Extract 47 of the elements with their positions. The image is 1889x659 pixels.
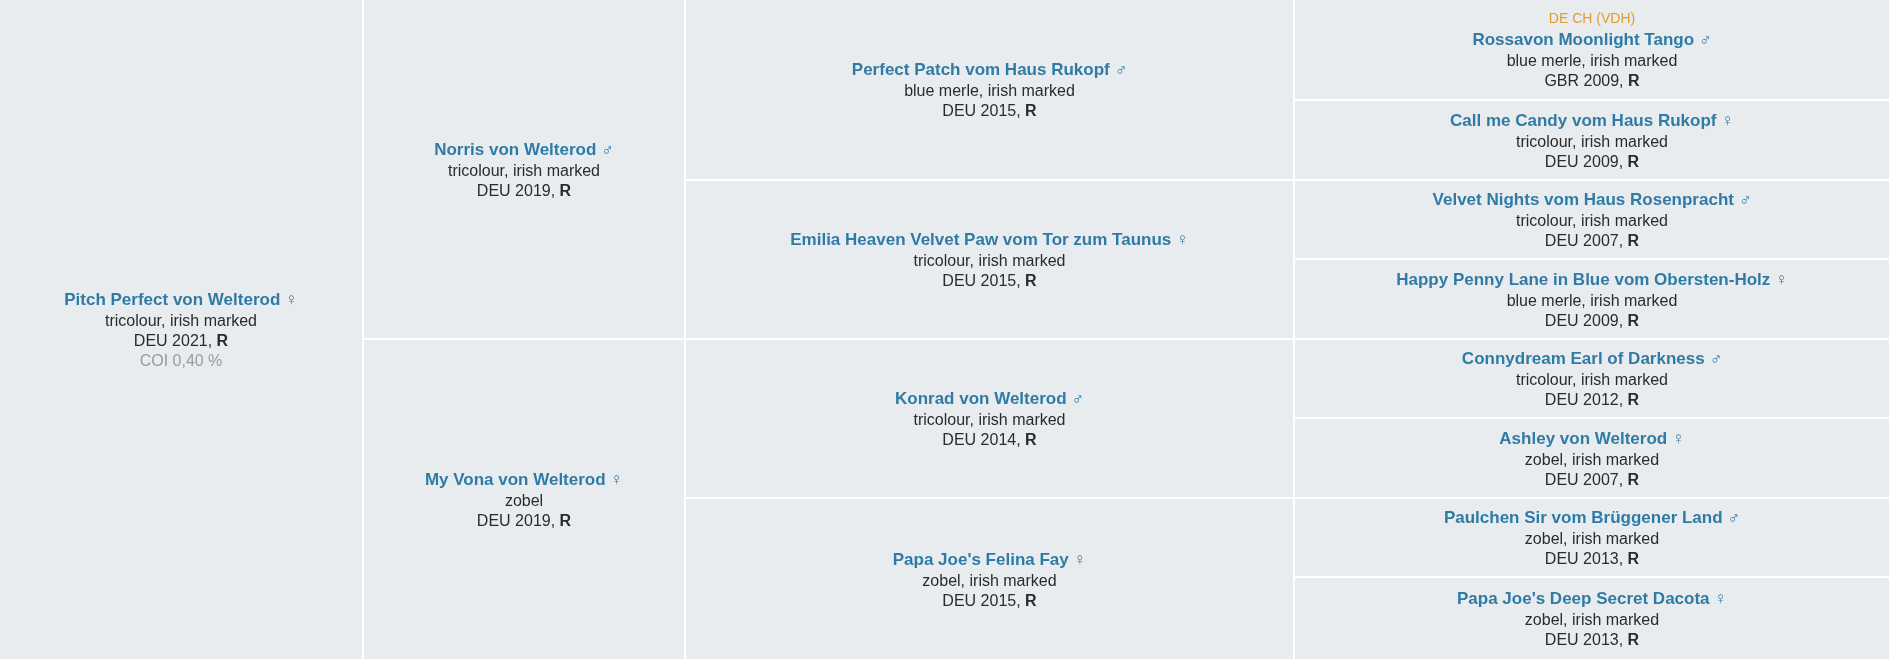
origin-year-text: DEU 2013, R (1544, 549, 1640, 569)
coat-colour-text: zobel, irish marked (922, 570, 1057, 591)
dog-name-link: My Vona von Welterod ♀ (424, 469, 624, 491)
dog-name-link: Call me Candy vom Haus Rukopf ♀ (1450, 109, 1734, 132)
origin-year-text: DEU 2019, R (476, 511, 572, 531)
origin-year-text: DEU 2012, R (1544, 390, 1640, 410)
origin-year-text: DEU 2014, R (942, 430, 1037, 450)
dog-name-link: Rossavon Moonlight Tango ♂ (1472, 28, 1712, 51)
origin-year-text: DEU 2007, R (1544, 469, 1640, 490)
origin-year-text: DEU 2007, R (1544, 231, 1640, 251)
origin-year-text: GBR 2009, R (1544, 70, 1640, 91)
dog-name-link: Emilia Heaven Velvet Paw vom Tor zum Taunus ♀ (790, 229, 1189, 251)
coat-colour-text: blue merle, irish marked (904, 81, 1075, 101)
dog-name-link: Ashley von Welterod ♀ (1499, 427, 1685, 450)
dog-name-link: Pitch Perfect von Welterod ♀ (64, 289, 298, 311)
coat-colour-text: zobel (504, 491, 544, 511)
inbreeding-coefficient-text: COI 0,40 % (139, 351, 223, 371)
coat-colour-text: tricolour, irish marked (104, 311, 257, 331)
coat-colour-text: blue merle, irish marked (1506, 50, 1678, 71)
coat-colour-text: tricolour, irish marked (1515, 211, 1668, 231)
origin-year-text: DEU 2015, R (942, 101, 1037, 121)
coat-colour-text: zobel, irish marked (1524, 529, 1660, 549)
dog-name-link: Konrad von Welterod ♂ (894, 388, 1085, 410)
origin-year-text: DEU 2015, R (942, 271, 1037, 291)
dog-name-link: Papa Joe's Felina Fay ♀ (892, 548, 1087, 571)
coat-colour-text: tricolour, irish marked (447, 160, 600, 181)
coat-colour-text: tricolour, irish marked (1515, 370, 1668, 390)
champion-title-text: DE CH (VDH) (1548, 8, 1636, 28)
origin-year-text: DEU 2021, R (133, 331, 229, 351)
coat-colour-text: tricolour, irish marked (913, 251, 1066, 271)
dog-name-link: Velvet Nights vom Haus Rosenpracht ♂ (1432, 189, 1752, 211)
coat-colour-text: zobel, irish marked (1524, 610, 1660, 630)
coat-colour-text: tricolour, irish marked (1515, 131, 1668, 152)
coat-colour-text: blue merle, irish marked (1506, 290, 1678, 311)
dog-name-link: Happy Penny Lane in Blue vom Obersten-Holz ♀ (1396, 268, 1788, 291)
dog-name-link: Norris von Welterod ♂ (434, 138, 614, 161)
origin-year-text: DEU 2009, R (1544, 151, 1640, 172)
dog-name-link: Paulchen Sir vom Brüggener Land ♂ (1443, 507, 1741, 529)
coat-colour-text: zobel, irish marked (1524, 449, 1660, 470)
coat-colour-text: tricolour, irish marked (913, 410, 1066, 430)
dog-name-link: Perfect Patch vom Haus Rukopf ♂ (851, 59, 1128, 81)
origin-year-text: DEU 2015, R (942, 590, 1037, 611)
origin-year-text: DEU 2019, R (476, 180, 572, 201)
dog-name-link: Papa Joe's Deep Secret Dacota ♀ (1457, 588, 1727, 610)
origin-year-text: DEU 2009, R (1544, 310, 1640, 331)
dog-name-link: Connydream Earl of Darkness ♂ (1461, 348, 1723, 370)
origin-year-text: DEU 2013, R (1544, 630, 1640, 650)
